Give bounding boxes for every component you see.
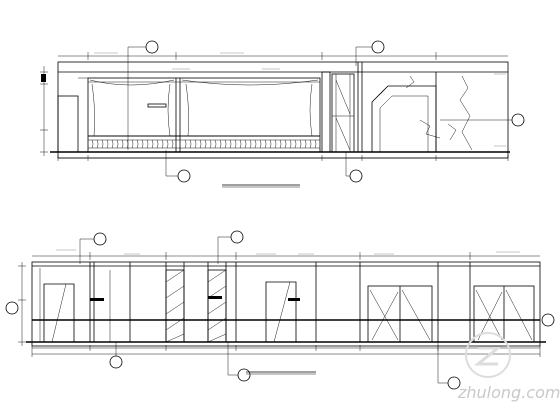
lower-glass-door-2 xyxy=(473,285,535,343)
lower-callout-bottom-2 xyxy=(227,342,251,382)
upper-callout-top-1 xyxy=(127,40,159,150)
upper-bottom-dimension xyxy=(57,155,509,161)
upper-stone-crack xyxy=(459,75,473,151)
lower-segment-dividers xyxy=(89,262,471,342)
lower-bottom-dimension xyxy=(31,345,541,357)
upper-top-dimension xyxy=(58,52,508,60)
upper-elevation-caption xyxy=(222,184,300,188)
lower-callout-top-1 xyxy=(79,232,107,264)
lower-glass-panel-1 xyxy=(165,269,185,343)
upper-left-door xyxy=(57,95,79,153)
upper-curtain-right xyxy=(185,83,189,137)
upper-callout-top-2 xyxy=(355,40,385,66)
lower-callout-bottom-3 xyxy=(437,342,461,390)
lower-glass-door-1 xyxy=(367,285,433,343)
upper-curtain-left xyxy=(91,83,95,137)
upper-left-dimension xyxy=(40,66,48,156)
lower-callout-top-2 xyxy=(217,230,244,264)
lower-elevation-frame xyxy=(31,261,541,347)
upper-balusters xyxy=(91,139,317,149)
lower-left-dimension xyxy=(5,262,26,346)
watermark-text: zhulong.com xyxy=(457,383,560,402)
upper-callout-bottom-1 xyxy=(165,150,191,183)
lower-elevation-caption xyxy=(246,371,316,375)
lower-callout-bottom-1 xyxy=(109,342,123,369)
upper-annotation-marks xyxy=(94,52,506,147)
lower-glass-panel-2 xyxy=(207,269,227,343)
upper-callout-bottom-2 xyxy=(345,152,363,183)
upper-balustrade xyxy=(87,135,321,153)
lower-door-2 xyxy=(265,281,297,342)
upper-column-block xyxy=(331,73,355,153)
lower-elevation xyxy=(5,230,555,390)
upper-elevation-frame xyxy=(57,61,509,159)
upper-callout-right xyxy=(440,113,525,127)
lower-top-dimension xyxy=(32,252,540,260)
lower-plaque-1 xyxy=(90,298,104,301)
lower-annotation-marks xyxy=(56,249,520,255)
upper-main-wall-panel xyxy=(87,77,321,137)
lower-door-1 xyxy=(43,283,75,342)
watermark: zhulong.com xyxy=(457,332,560,402)
lower-plaque-2 xyxy=(208,296,222,299)
upper-plaque xyxy=(147,103,167,108)
upper-elevation xyxy=(40,40,525,188)
lower-callout-right xyxy=(541,313,555,327)
